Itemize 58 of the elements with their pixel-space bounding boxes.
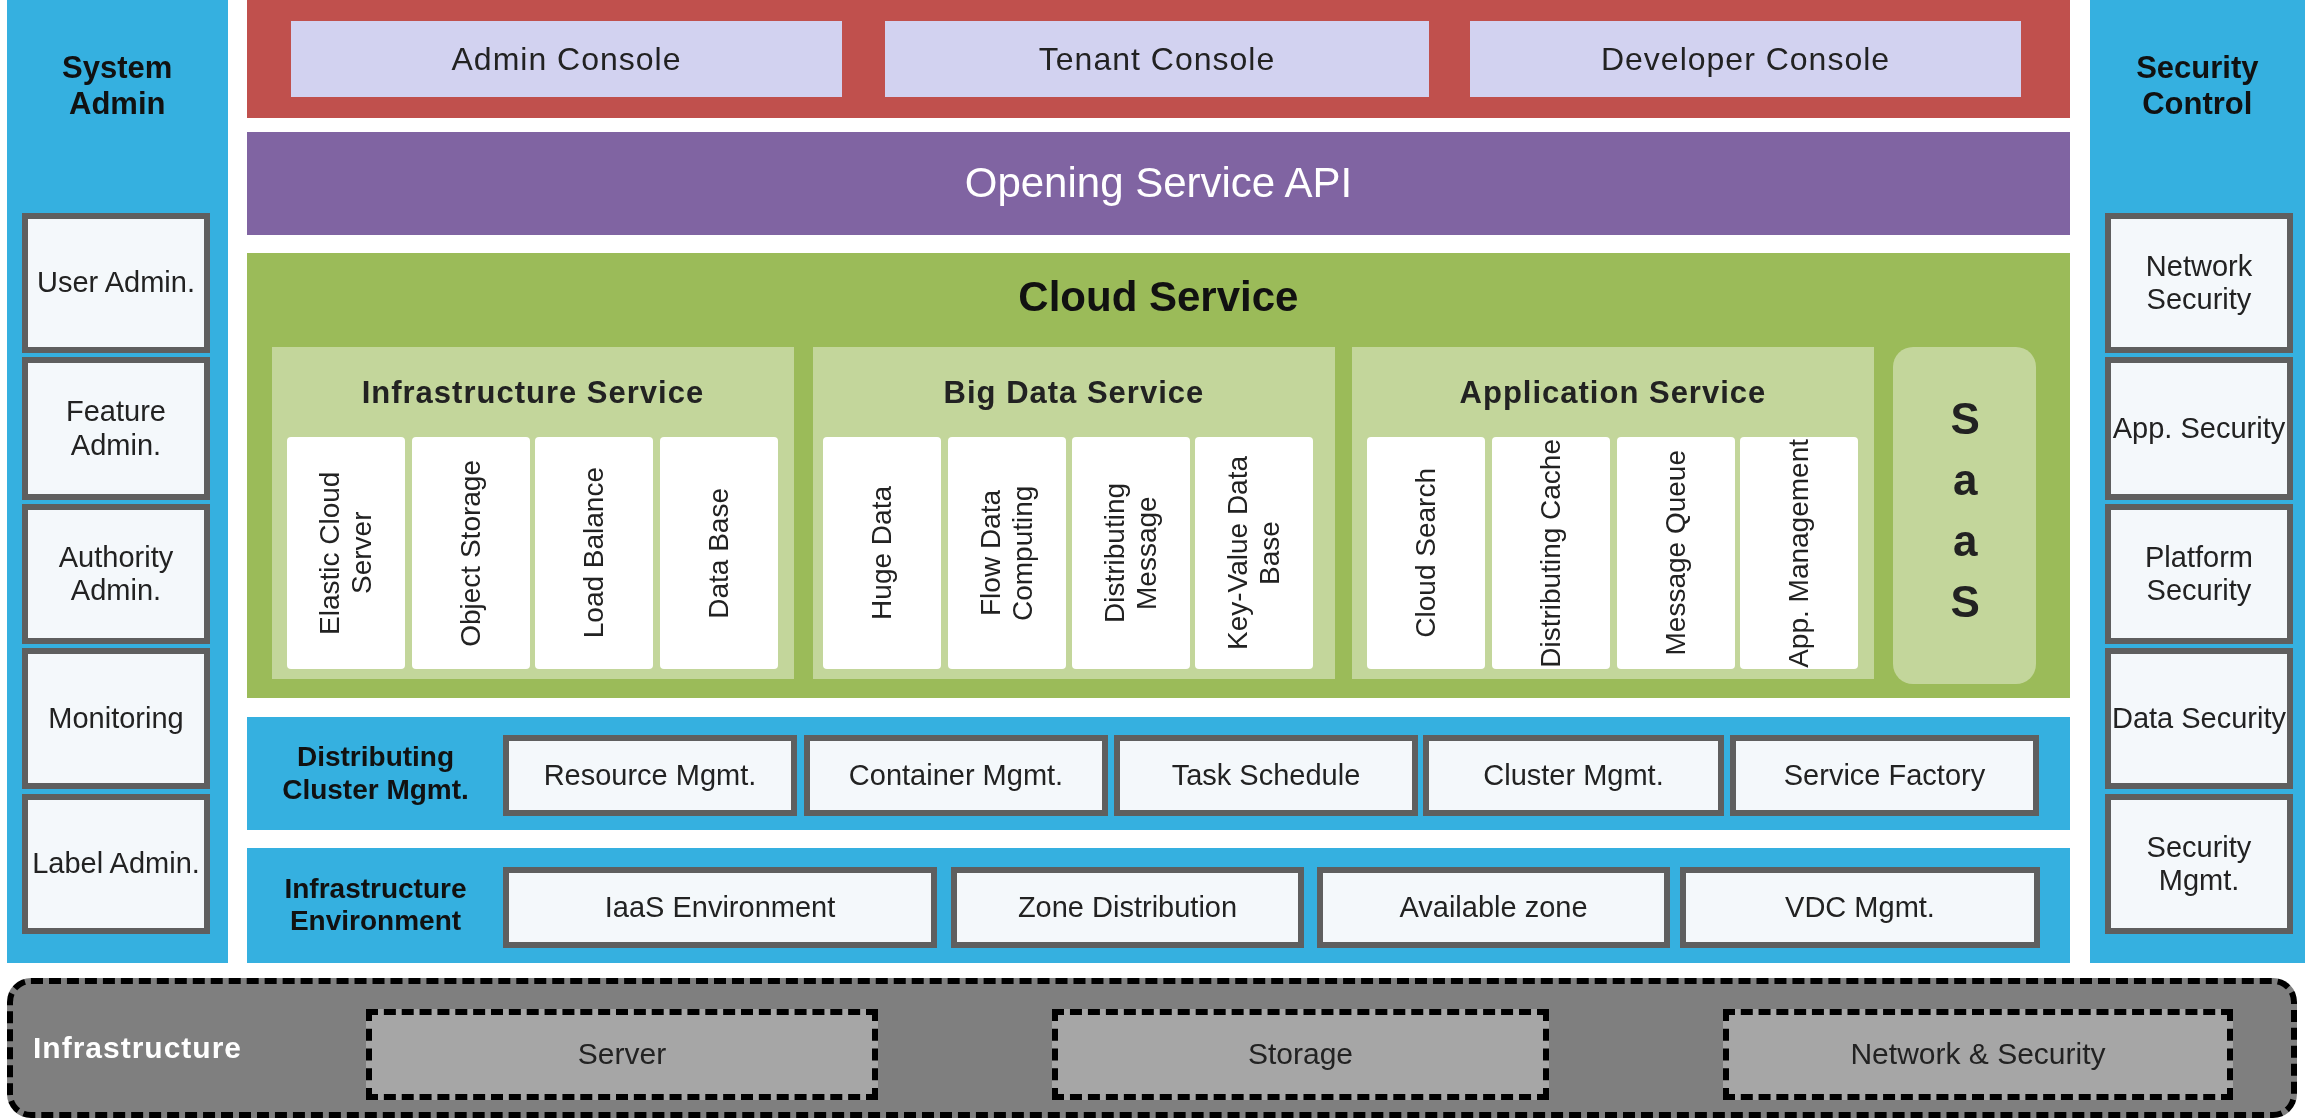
layer-title: Security Control <box>2135 50 2260 122</box>
module-box: Cluster Mgmt. <box>1423 735 1724 816</box>
service-card: Cloud Search <box>1367 437 1485 669</box>
module-box: Monitoring <box>22 648 210 789</box>
module-box: Authority Admin. <box>22 504 210 644</box>
service-card: Key-Value Data Base <box>1195 437 1313 669</box>
service-group <box>272 347 794 679</box>
module-box: Task Schedule <box>1114 735 1418 816</box>
module-box: Data Security <box>2105 648 2293 789</box>
layer-title: Infrastructure <box>33 1029 244 1066</box>
service-card: Elastic Cloud Server <box>287 437 405 669</box>
layer-panel <box>247 253 2070 698</box>
layer-title: Application Service <box>1458 375 1768 411</box>
module-box: User Admin. <box>22 213 210 353</box>
service-card: Load Balance <box>535 437 653 669</box>
service-group <box>813 347 1335 679</box>
module-box: Container Mgmt. <box>804 735 1108 816</box>
module-box: Server <box>366 1009 878 1100</box>
module-box: Label Admin. <box>22 794 210 934</box>
side-panel <box>7 0 228 963</box>
layer-band <box>7 978 2297 1118</box>
service-card: Flow Data Computing <box>948 437 1066 669</box>
console-box: Developer Console <box>1470 21 2021 97</box>
module-box: Resource Mgmt. <box>503 735 797 816</box>
layer-band <box>247 717 2070 830</box>
module-box: Available zone <box>1317 867 1670 948</box>
service-card: Message Queue <box>1617 437 1735 669</box>
service-card: Distributing Message <box>1072 437 1190 669</box>
layer-band <box>247 0 2070 118</box>
module-box: Platform Security <box>2105 504 2293 644</box>
layer-title: System Admin <box>61 50 174 122</box>
console-box: Admin Console <box>291 21 842 97</box>
layer-title: Infrastructure Service <box>360 375 706 411</box>
module-box: Feature Admin. <box>22 357 210 500</box>
module-box: App. Security <box>2105 357 2293 500</box>
module-box: Network Security <box>2105 213 2293 353</box>
layer-band: Opening Service API <box>247 132 2070 235</box>
service-card: Object Storage <box>412 437 530 669</box>
module-box: IaaS Environment <box>503 867 937 948</box>
service-card: App. Management <box>1740 437 1858 669</box>
service-card: Data Base <box>660 437 778 669</box>
side-panel <box>2090 0 2305 963</box>
module-box: Zone Distribution <box>951 867 1304 948</box>
module-box: Security Mgmt. <box>2105 794 2293 934</box>
module-box: Network & Security <box>1723 1009 2233 1100</box>
service-card: Distributing Cache <box>1492 437 1610 669</box>
module-box: Service Factory <box>1730 735 2039 816</box>
layer-title: Cloud Service <box>1017 273 1300 322</box>
layer-title: Infrastructure Environment <box>283 872 468 939</box>
service-group <box>1352 347 1874 679</box>
layer-band <box>247 848 2070 963</box>
layer-title: Big Data Service <box>942 375 1206 411</box>
console-box: Tenant Console <box>885 21 1429 97</box>
service-card: Huge Data <box>823 437 941 669</box>
module-box: VDC Mgmt. <box>1680 867 2040 948</box>
module-box: Storage <box>1052 1009 1549 1100</box>
layer-title: Distributing Cluster Mgmt. <box>281 740 470 807</box>
saas-box: SaaS <box>1893 347 2036 684</box>
